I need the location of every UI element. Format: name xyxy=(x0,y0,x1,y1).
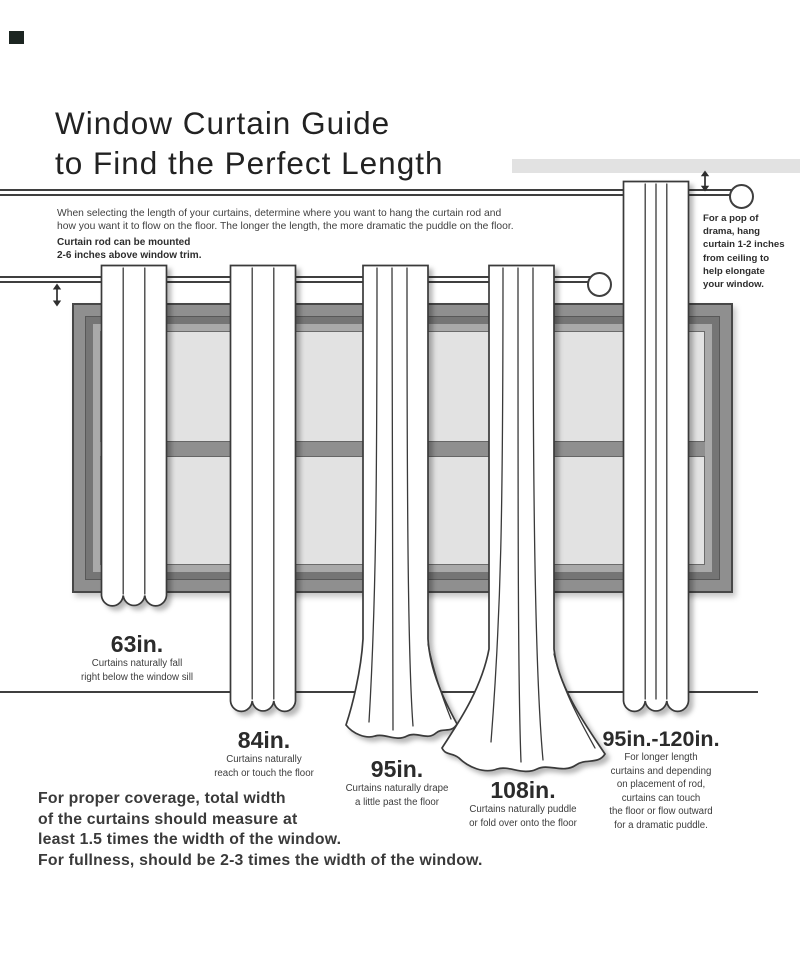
label-95in-caption2: a little past the floor xyxy=(354,797,439,808)
ceiling-rod-finial xyxy=(729,184,754,209)
label-95in: 95in. Curtains naturally drape a little … xyxy=(307,756,487,810)
label-108in-length: 108in. xyxy=(490,777,556,803)
label-95-120in: 95in.-120in. For longer length curtains … xyxy=(570,727,752,832)
label-95-120in-length: 95in.-120in. xyxy=(602,727,720,751)
label-63in-length: 63in. xyxy=(110,631,164,657)
label-63in: 63in. Curtains naturally fall right belo… xyxy=(47,631,227,685)
label-95-120in-caption3: on placement of rod, xyxy=(616,779,706,790)
label-63in-caption2: right below the window sill xyxy=(81,672,193,683)
corner-mark xyxy=(9,31,24,44)
rod-mount-note-line2: 2-6 inches above window trim. xyxy=(57,249,202,261)
ceiling-note-line1: For a pop of xyxy=(703,213,759,224)
ceiling-note-line2: drama, hang xyxy=(703,226,761,238)
main-rod-line-top xyxy=(0,276,596,278)
intro-line1: When selecting the length of your curtai… xyxy=(57,208,502,219)
label-84in: 84in. Curtains naturally reach or touch … xyxy=(174,727,354,781)
ceiling-pop-note: For a pop of drama, hang curtain 1-2 inc… xyxy=(703,212,798,291)
label-108in-caption1: Curtains naturally puddle xyxy=(469,804,577,815)
ceiling-gap-arrow-icon xyxy=(700,170,710,192)
curtain-63in xyxy=(100,264,168,607)
label-63in-caption1: Curtains naturally fall xyxy=(91,658,183,669)
ceiling-rod-line-top xyxy=(0,189,736,191)
coverage-note-line3: least 1.5 times the width of the window. xyxy=(38,831,342,848)
main-rod-line-bottom xyxy=(0,281,596,283)
page-title-line1: Window Curtain Guide xyxy=(55,105,391,141)
rod-mount-note-line1: Curtain rod can be mounted xyxy=(57,237,191,248)
ceiling-note-line4: from ceiling to xyxy=(703,252,770,264)
intro-text: When selecting the length of your curtai… xyxy=(57,207,514,233)
curtain-108in xyxy=(441,264,607,773)
label-108in-caption2: or fold over onto the floor xyxy=(469,818,577,829)
ceiling-rod-line-bottom xyxy=(0,194,736,196)
coverage-note: For proper coverage, total width of the … xyxy=(38,789,483,871)
label-95-120in-caption4: curtains can touch xyxy=(621,792,701,804)
ceiling-note-line5: help elongate xyxy=(703,265,765,277)
coverage-note-line2: of the curtains should measure at xyxy=(38,810,298,828)
label-95-120in-caption5: the floor or flow outward xyxy=(609,806,713,817)
label-95in-length: 95in. xyxy=(370,756,424,782)
curtain-95in xyxy=(345,264,458,739)
page-title: Window Curtain Guide to Find the Perfect… xyxy=(55,103,443,183)
ceiling-note-line6: your window. xyxy=(703,279,764,291)
curtain-84in xyxy=(229,264,297,713)
label-108in: 108in. Curtains naturally puddle or fold… xyxy=(433,777,613,831)
rod-height-arrow-icon xyxy=(52,283,62,307)
label-95-120in-caption1: For longer length xyxy=(624,752,698,763)
coverage-note-line1: For proper coverage, total width xyxy=(38,790,286,807)
intro-line2: how you want it to flow on the floor. Th… xyxy=(57,221,514,232)
rod-mount-note: Curtain rod can be mounted 2-6 inches ab… xyxy=(57,237,201,263)
coverage-note-line4: For fullness, should be 2-3 times the wi… xyxy=(38,851,483,869)
ceiling-bar xyxy=(512,159,800,173)
label-95-120in-caption6: for a dramatic puddle. xyxy=(614,819,708,831)
page-title-line2: to Find the Perfect Length xyxy=(55,145,444,181)
ceiling-note-line3: curtain 1-2 inches xyxy=(703,239,785,251)
label-84in-caption1: Curtains naturally xyxy=(226,754,302,765)
curtain-95-120in xyxy=(622,180,690,713)
label-84in-length: 84in. xyxy=(237,727,291,753)
label-84in-caption2: reach or touch the floor xyxy=(214,768,314,779)
label-95-120in-caption2: curtains and depending xyxy=(610,765,712,777)
label-95in-caption1: Curtains naturally drape xyxy=(345,783,449,794)
main-rod-finial xyxy=(587,272,612,297)
